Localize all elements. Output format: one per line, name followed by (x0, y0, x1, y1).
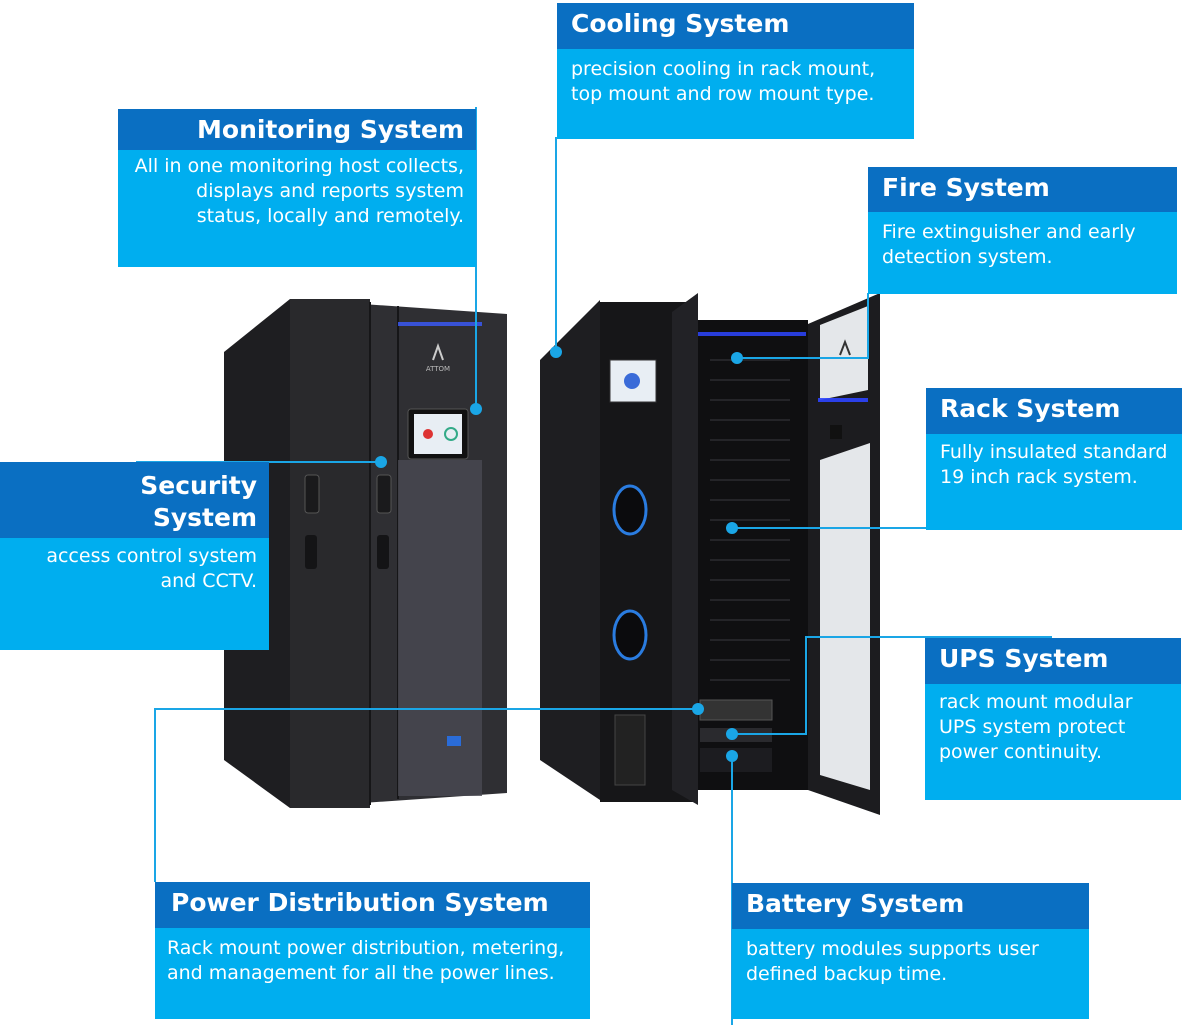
monitoring-text: All in one monitoring host collects, dis… (134, 155, 464, 227)
battery-text: battery modules supports user defined ba… (746, 938, 1039, 985)
rack-title: Rack System (926, 388, 1182, 434)
cooling-title: Cooling System (557, 3, 914, 49)
rack-callout: Rack System Fully insulated standard 19 … (926, 388, 1182, 530)
cooling-callout: Cooling System precision cooling in rack… (557, 3, 914, 139)
power-title: Power Distribution System (155, 882, 590, 928)
power-text: Rack mount power distribution, metering,… (167, 937, 565, 984)
battery-title: Battery System (732, 883, 1089, 929)
fire-title: Fire System (868, 167, 1177, 212)
connector-dots (375, 346, 743, 762)
fire-callout: Fire System Fire extinguisher and early … (868, 167, 1177, 294)
ups-text: rack mount modular UPS system protect po… (939, 691, 1133, 763)
security-title: Security System (0, 462, 269, 538)
security-callout: Security System access control system an… (0, 462, 269, 650)
open-cabinet (540, 293, 880, 815)
ups-title: UPS System (925, 638, 1181, 684)
ups-callout: UPS System rack mount modular UPS system… (925, 638, 1181, 800)
rack-text: Fully insulated standard 19 inch rack sy… (940, 441, 1168, 488)
security-title-line1: Security (140, 471, 257, 500)
closed-cabinet: ATTOM (224, 299, 507, 808)
security-title-line2: System (152, 503, 257, 532)
security-text: access control system and CCTV. (46, 545, 257, 592)
battery-callout: Battery System battery modules supports … (732, 883, 1089, 1019)
power-callout: Power Distribution System Rack mount pow… (155, 882, 590, 1019)
cooling-text: precision cooling in rack mount, top mou… (571, 58, 876, 105)
fire-text: Fire extinguisher and early detection sy… (882, 221, 1136, 268)
cabinet-logo-text: ATTOM (426, 365, 450, 373)
cabinet-logo-icon (432, 343, 444, 361)
monitoring-callout: Monitoring System All in one monitoring … (118, 109, 476, 267)
monitoring-title: Monitoring System (118, 109, 476, 150)
